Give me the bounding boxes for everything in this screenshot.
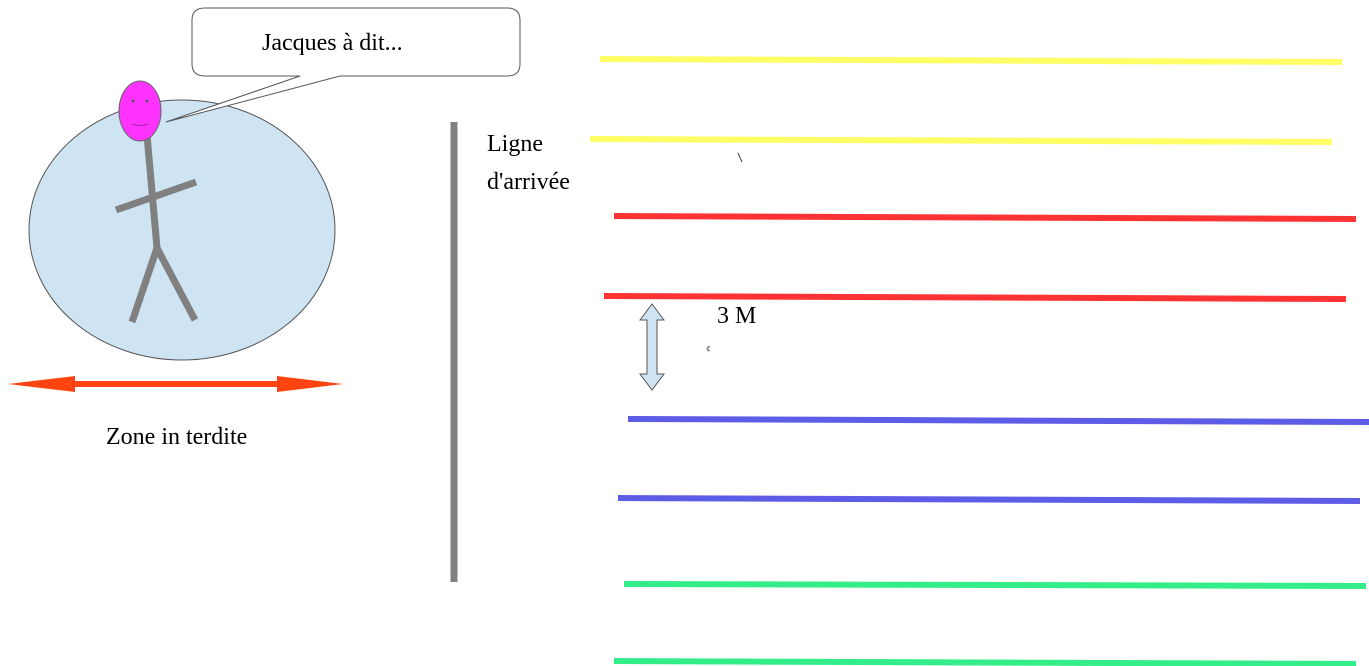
stray-mark [737, 152, 743, 163]
zone-width-arrow [8, 376, 343, 392]
speech-bubble [165, 7, 521, 123]
stick-figure [114, 134, 199, 324]
finish-line-label-line1: Ligne [487, 131, 543, 157]
figure-mouth [131, 123, 149, 126]
figure-right-eye [145, 99, 149, 103]
speech-bubble-text: Jacques à dit... [262, 30, 403, 56]
lane-line-red-2 [603, 293, 1347, 302]
figure-arms [114, 178, 198, 214]
stray-glyph: ¢ [706, 344, 711, 353]
lane-line-blue-1 [627, 416, 1369, 425]
lane-line-green-1 [623, 581, 1367, 589]
lane-line-red-1 [613, 213, 1357, 222]
figure-left-eye [131, 99, 135, 103]
figure-head [118, 80, 162, 142]
figure-right-leg [153, 246, 199, 322]
lane-line-yellow-2 [589, 136, 1333, 145]
lane-line-blue-2 [617, 495, 1361, 504]
finish-line-label: Ligne d'arrivée [487, 125, 570, 201]
finish-line-label-line2: d'arrivée [487, 169, 570, 195]
figure-left-leg [128, 246, 161, 324]
forbidden-zone-label: Zone in terdite [106, 424, 248, 450]
distance-label: 3 M [717, 303, 757, 329]
forbidden-zone-area [28, 99, 336, 361]
lane-line-yellow-1 [599, 56, 1343, 65]
lane-line-green-2 [613, 658, 1357, 666]
distance-arrow [639, 303, 665, 391]
figure-torso [143, 134, 161, 249]
